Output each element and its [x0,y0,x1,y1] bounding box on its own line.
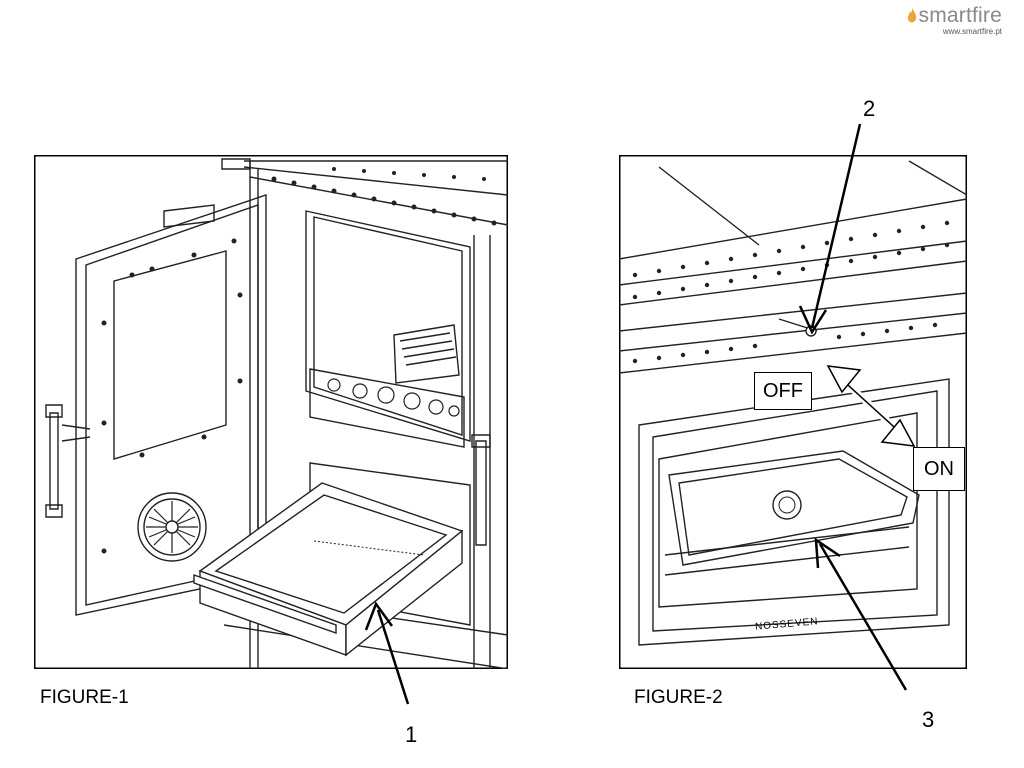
figure-1-caption: FIGURE-1 [40,687,129,708]
flame-icon [907,8,917,29]
brand-logo: smartfire www.smartfire.pt [907,4,1002,36]
on-label: ON [913,447,965,491]
callout-1-leader [364,601,410,705]
callout-3-leader [814,537,908,691]
callout-2-leader [798,123,862,335]
figure-2-callout-3: 3 [922,707,935,732]
figure-2-caption: FIGURE-2 [634,687,723,708]
off-label: OFF [754,372,812,410]
off-on-double-arrow [826,365,916,447]
figure-2-illustration: NOSSEVEN [619,155,967,669]
figure-1-illustration [34,155,508,669]
figure-2-callout-2: 2 [863,96,876,121]
figure-1-callout-1: 1 [405,722,418,747]
brand-name: smartfire [918,4,1002,27]
brand-url: www.smartfire.pt [942,27,1002,36]
